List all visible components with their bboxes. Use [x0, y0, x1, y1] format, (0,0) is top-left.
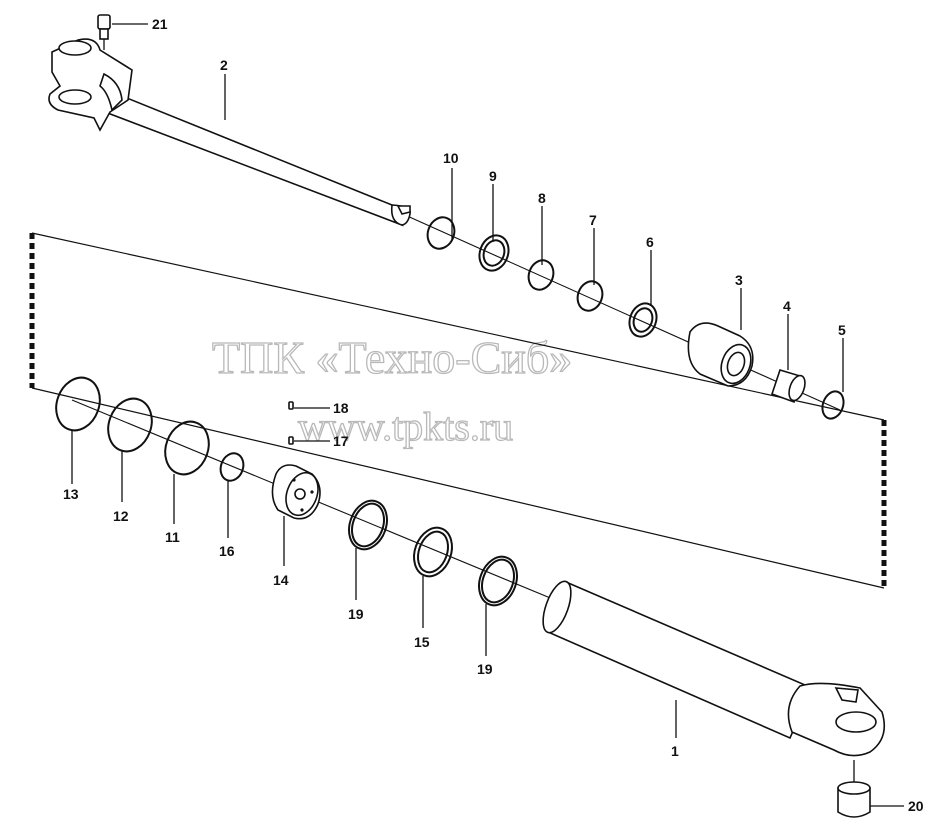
wear-ring-19-left [348, 499, 388, 551]
callout-10: 10 [443, 150, 459, 166]
callout-4: 4 [783, 298, 791, 314]
callout-16: 16 [219, 543, 235, 559]
callout-5: 5 [838, 322, 846, 338]
bushing-20 [837, 760, 871, 818]
callout-13: 13 [63, 486, 79, 502]
snap-ring-5 [821, 390, 845, 420]
o-ring-16 [219, 452, 245, 482]
cylinder-barrel [542, 580, 886, 757]
seal-6 [628, 302, 658, 338]
callout-19-left: 19 [348, 606, 364, 622]
callout-21: 21 [152, 16, 168, 32]
callout-15: 15 [414, 634, 430, 650]
watermark-company: ТПК «Техно-Сиб» [212, 332, 572, 383]
pin-18 [288, 401, 294, 410]
callout-7: 7 [589, 212, 597, 228]
callout-2: 2 [220, 57, 228, 73]
callout-11: 11 [165, 529, 180, 545]
callout-6: 6 [646, 234, 654, 250]
pin-17 [288, 436, 294, 445]
rod-axis-line [404, 214, 841, 411]
callout-18: 18 [333, 400, 349, 416]
gland [687, 322, 754, 387]
ring-7 [576, 280, 604, 312]
callouts: 21 2 10 9 8 7 6 3 4 5 18 17 13 12 11 16 … [63, 16, 924, 814]
callout-12: 12 [113, 508, 129, 524]
piston [271, 464, 321, 520]
ring-8 [527, 259, 555, 291]
wear-ring-19-right [478, 555, 518, 607]
callout-9: 9 [489, 168, 497, 184]
seal-15 [413, 526, 453, 578]
callout-14: 14 [273, 572, 289, 588]
bushing-4 [770, 369, 806, 404]
o-ring-12 [107, 397, 153, 453]
callout-8: 8 [538, 190, 546, 206]
callout-19-right: 19 [477, 661, 493, 677]
seal-9 [478, 234, 510, 272]
callout-20: 20 [908, 798, 924, 814]
assembly-boundary [29, 232, 887, 589]
callout-3: 3 [735, 272, 743, 288]
watermark-url: www.tpkts.ru [298, 404, 513, 449]
grease-fitting [97, 14, 111, 50]
snap-ring-10 [426, 216, 456, 250]
callout-1: 1 [671, 743, 679, 759]
callout-17: 17 [333, 433, 349, 449]
o-ring-11 [164, 420, 210, 476]
leader-lines [71, 23, 904, 807]
piston-rod [48, 38, 411, 227]
o-ring-13 [55, 376, 101, 432]
